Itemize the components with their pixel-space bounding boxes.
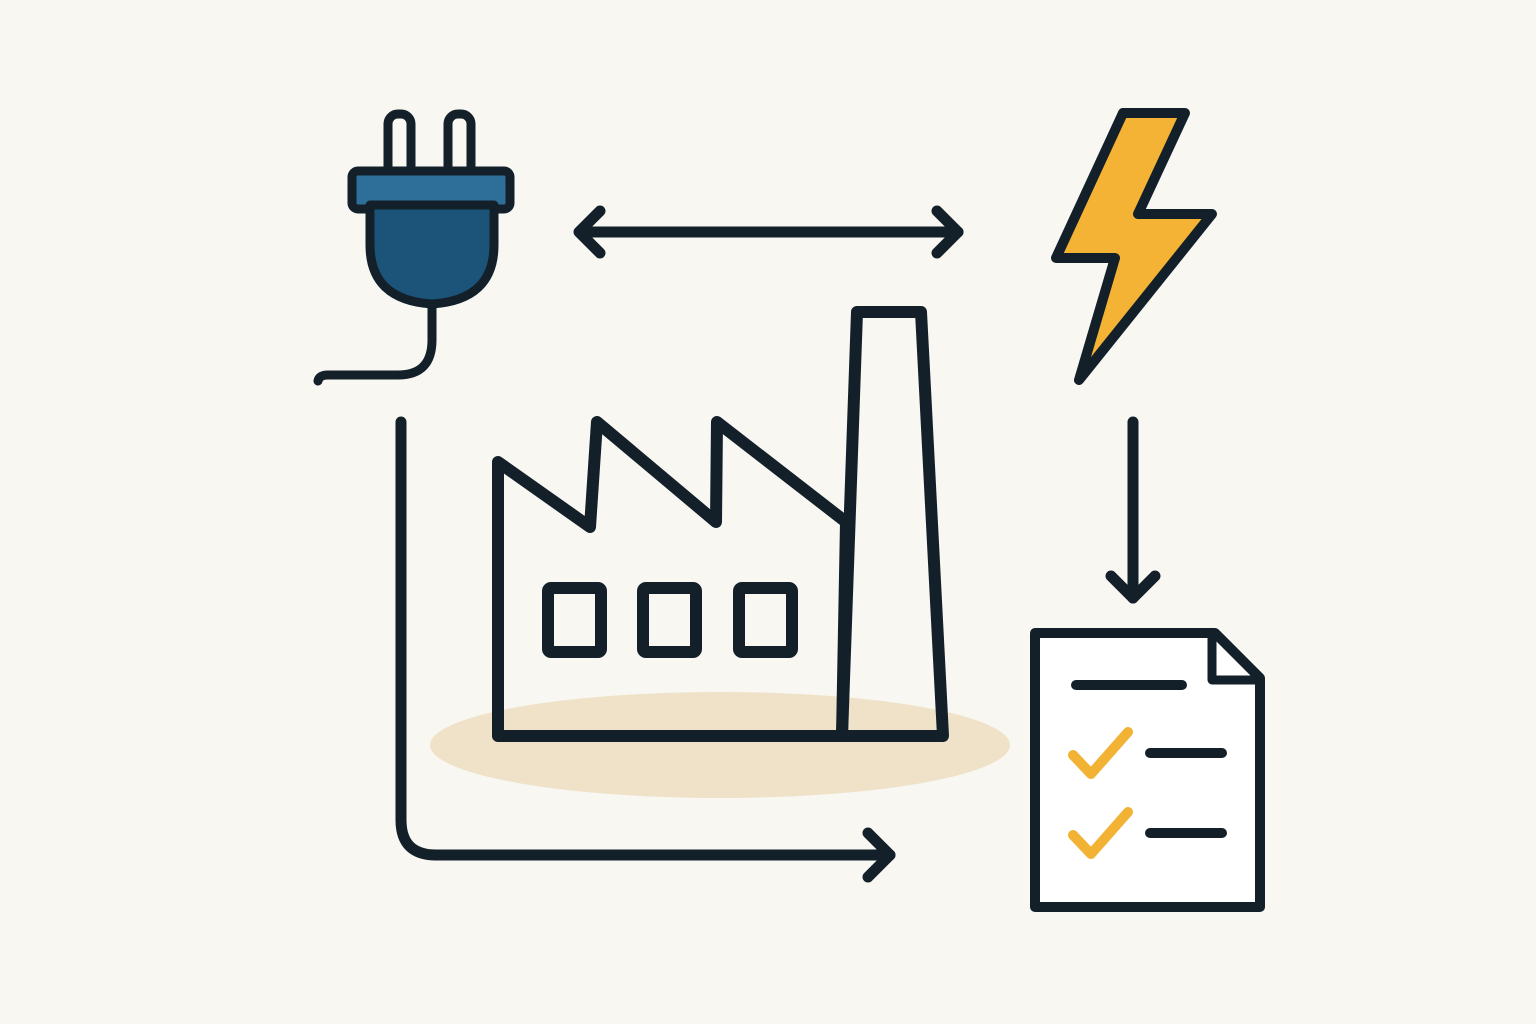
elbow-arrow-shaft: [395, 416, 896, 861]
bidirectional-arrow: [573, 205, 964, 259]
checklist-item: [1068, 727, 1227, 779]
elbow-arrow: [395, 416, 896, 883]
power-plug-icon: [313, 109, 515, 386]
plug-body: [365, 200, 499, 309]
checkmark-icon: [1068, 807, 1133, 859]
down-arrowhead: [1105, 570, 1161, 604]
factory-window-1: [542, 582, 607, 658]
checklist-item: [1068, 807, 1227, 859]
checklist-items: [1068, 727, 1227, 859]
factory-building-outline: [492, 416, 852, 742]
factory-chimney: [836, 306, 949, 742]
down-arrow: [1105, 416, 1161, 604]
arrowhead-right: [931, 205, 964, 259]
plug-cord: [313, 299, 437, 386]
factory-window-2: [637, 582, 702, 658]
checkmark-icon: [1068, 727, 1133, 779]
lightning-bolt-icon: [1051, 108, 1217, 385]
lightning-bolt-shape: [1051, 108, 1217, 385]
checklist-document-icon: [1030, 628, 1265, 912]
document-page: [1030, 628, 1265, 912]
factory-window-3: [733, 582, 798, 658]
factory-icon: [492, 306, 949, 742]
document-page-fold: [1207, 628, 1263, 685]
factory-ground-shadow: [430, 692, 1010, 798]
elbow-arrowhead: [862, 827, 896, 883]
arrowhead-left: [573, 205, 606, 259]
